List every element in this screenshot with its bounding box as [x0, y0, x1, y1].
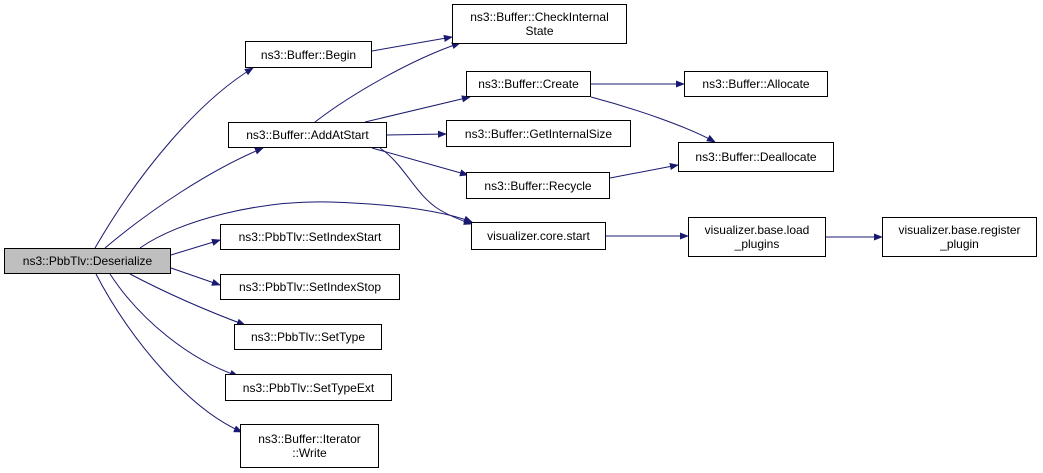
node-label-line: visualizer.base.register — [898, 223, 1021, 237]
node-label-line: ns3::PbbTlv::SetIndexStop — [238, 280, 382, 294]
node-allocate[interactable]: ns3::Buffer::Allocate — [684, 71, 828, 97]
edge-addatstart-to-checkinternal — [314, 42, 461, 123]
node-settype[interactable]: ns3::PbbTlv::SetType — [234, 324, 382, 350]
edge-addatstart-to-getinternalsize — [386, 130, 447, 138]
edge-addatstart-to-create — [364, 95, 471, 123]
node-label-line: ns3::Buffer::AddAtStart — [246, 128, 369, 142]
edge-deserialize-to-setindexstop — [170, 267, 221, 286]
edge-deserialize-to-begin — [94, 67, 254, 249]
edge-deserialize-to-iteratorwrite — [95, 273, 243, 433]
node-label-line: State — [525, 24, 554, 38]
node-label-line: visualizer.base.load — [704, 223, 810, 237]
node-label-line: ns3::Buffer::CheckInternal — [470, 10, 609, 24]
node-label-line: ::Write — [292, 446, 327, 460]
edge-addatstart-to-recycle — [371, 147, 469, 177]
node-deserialize[interactable]: ns3::PbbTlv::Deserialize — [4, 248, 171, 274]
node-label-line: ns3::Buffer::Allocate — [702, 77, 810, 91]
node-corestart[interactable]: visualizer.core.start — [471, 222, 606, 250]
node-label-line: ns3::PbbTlv::SetIndexStart — [238, 230, 382, 244]
node-label-line: _plugins — [734, 237, 780, 251]
node-begin[interactable]: ns3::Buffer::Begin — [245, 41, 372, 68]
node-label-line: ns3::PbbTlv::SetType — [250, 330, 366, 344]
node-setindexstop[interactable]: ns3::PbbTlv::SetIndexStop — [220, 274, 400, 300]
edge-recycle-to-deallocate — [609, 162, 679, 179]
node-label-line: ns3::Buffer::Create — [478, 77, 579, 91]
edge-deserialize-to-corestart — [139, 201, 473, 249]
node-label-line: ns3::Buffer::Recycle — [484, 178, 592, 193]
edge-begin-to-checkinternal — [371, 34, 453, 52]
node-label-line: ns3::Buffer::Deallocate — [695, 150, 817, 164]
edge-deserialize-to-addatstart — [104, 147, 264, 249]
node-label-line: _plugin — [940, 237, 979, 251]
node-recycle[interactable]: ns3::Buffer::Recycle — [466, 172, 610, 199]
node-iteratorwrite[interactable]: ns3::Buffer::Iterator::Write — [240, 424, 379, 468]
node-setindexstart[interactable]: ns3::PbbTlv::SetIndexStart — [220, 224, 400, 250]
node-getinternalsize[interactable]: ns3::Buffer::GetInternalSize — [446, 120, 631, 147]
node-deallocate[interactable]: ns3::Buffer::Deallocate — [678, 142, 834, 172]
node-label-line: visualizer.core.start — [487, 229, 590, 243]
node-label-line: ns3::Buffer::Begin — [260, 47, 357, 62]
node-label-line: ns3::Buffer::Iterator — [258, 432, 361, 446]
node-settypeext[interactable]: ns3::PbbTlv::SetTypeExt — [225, 374, 392, 401]
node-addatstart[interactable]: ns3::Buffer::AddAtStart — [228, 122, 387, 148]
node-create[interactable]: ns3::Buffer::Create — [466, 71, 591, 97]
node-registerplugin[interactable]: visualizer.base.register_plugin — [882, 217, 1037, 257]
node-loadplugins[interactable]: visualizer.base.load_plugins — [688, 217, 826, 257]
edge-deserialize-to-settypeext — [109, 273, 239, 377]
edge-deserialize-to-settype — [129, 273, 246, 326]
edge-create-to-deallocate — [590, 96, 716, 143]
edge-addatstart-to-corestart — [379, 147, 473, 225]
edge-deserialize-to-setindexstart — [170, 238, 221, 256]
node-label-line: ns3::Buffer::GetInternalSize — [464, 126, 613, 141]
node-label-line: ns3::PbbTlv::SetTypeExt — [242, 380, 375, 395]
node-label-line: ns3::PbbTlv::Deserialize — [22, 254, 153, 268]
